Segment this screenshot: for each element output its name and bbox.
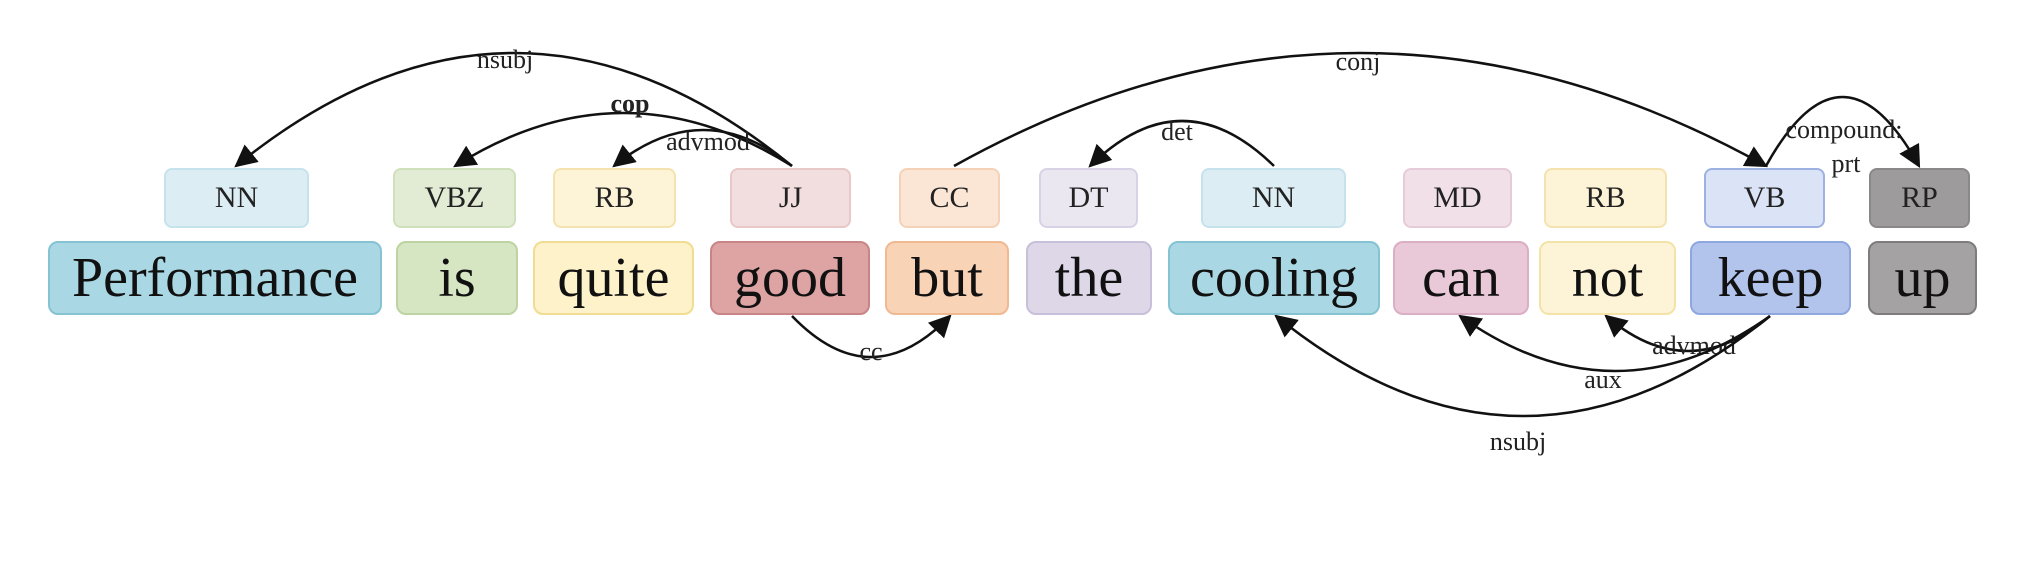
pos-tag: RB — [553, 168, 676, 228]
dependency-arc — [1764, 95, 1921, 168]
word-token: can — [1393, 241, 1529, 315]
pos-tag: NN — [164, 168, 309, 228]
dependency-arc — [1274, 314, 1771, 418]
dependency-arc — [791, 314, 952, 359]
arc-label: conj — [1336, 47, 1381, 76]
word-token: quite — [533, 241, 694, 315]
dependency-arc — [953, 51, 1768, 168]
word-token: keep — [1690, 241, 1851, 315]
pos-tag: NN — [1201, 168, 1346, 228]
arc-label: advmod — [666, 127, 750, 156]
pos-tag: MD — [1403, 168, 1512, 228]
word-token: up — [1868, 241, 1977, 315]
pos-tag: CC — [899, 168, 1000, 228]
pos-tag: RP — [1869, 168, 1970, 228]
dependency-arc — [1088, 119, 1275, 168]
word-token: Performance — [48, 241, 382, 315]
dependency-arc — [453, 111, 793, 168]
dependency-arc — [612, 128, 793, 168]
word-token: but — [885, 241, 1009, 315]
word-token: cooling — [1168, 241, 1380, 315]
arc-label: compound: — [1786, 115, 1903, 144]
arc-label: nsubj — [477, 45, 533, 74]
arc-label-continuation: prt — [1832, 149, 1862, 178]
word-token: not — [1539, 241, 1676, 315]
arc-label: nsubj — [1490, 427, 1546, 456]
pos-tag: VBZ — [393, 168, 516, 228]
pos-tag: VB — [1704, 168, 1825, 228]
word-token: good — [710, 241, 870, 315]
arc-label: cop — [611, 89, 650, 118]
pos-tag: JJ — [730, 168, 851, 228]
word-token: the — [1026, 241, 1152, 315]
pos-tag: DT — [1039, 168, 1138, 228]
arc-label: cc — [859, 337, 882, 366]
dependency-arc — [1458, 314, 1771, 373]
pos-tag: RB — [1544, 168, 1667, 228]
word-token: is — [396, 241, 518, 315]
dependency-arc — [234, 51, 793, 168]
arc-label: aux — [1584, 365, 1622, 394]
arc-label: det — [1161, 117, 1194, 146]
